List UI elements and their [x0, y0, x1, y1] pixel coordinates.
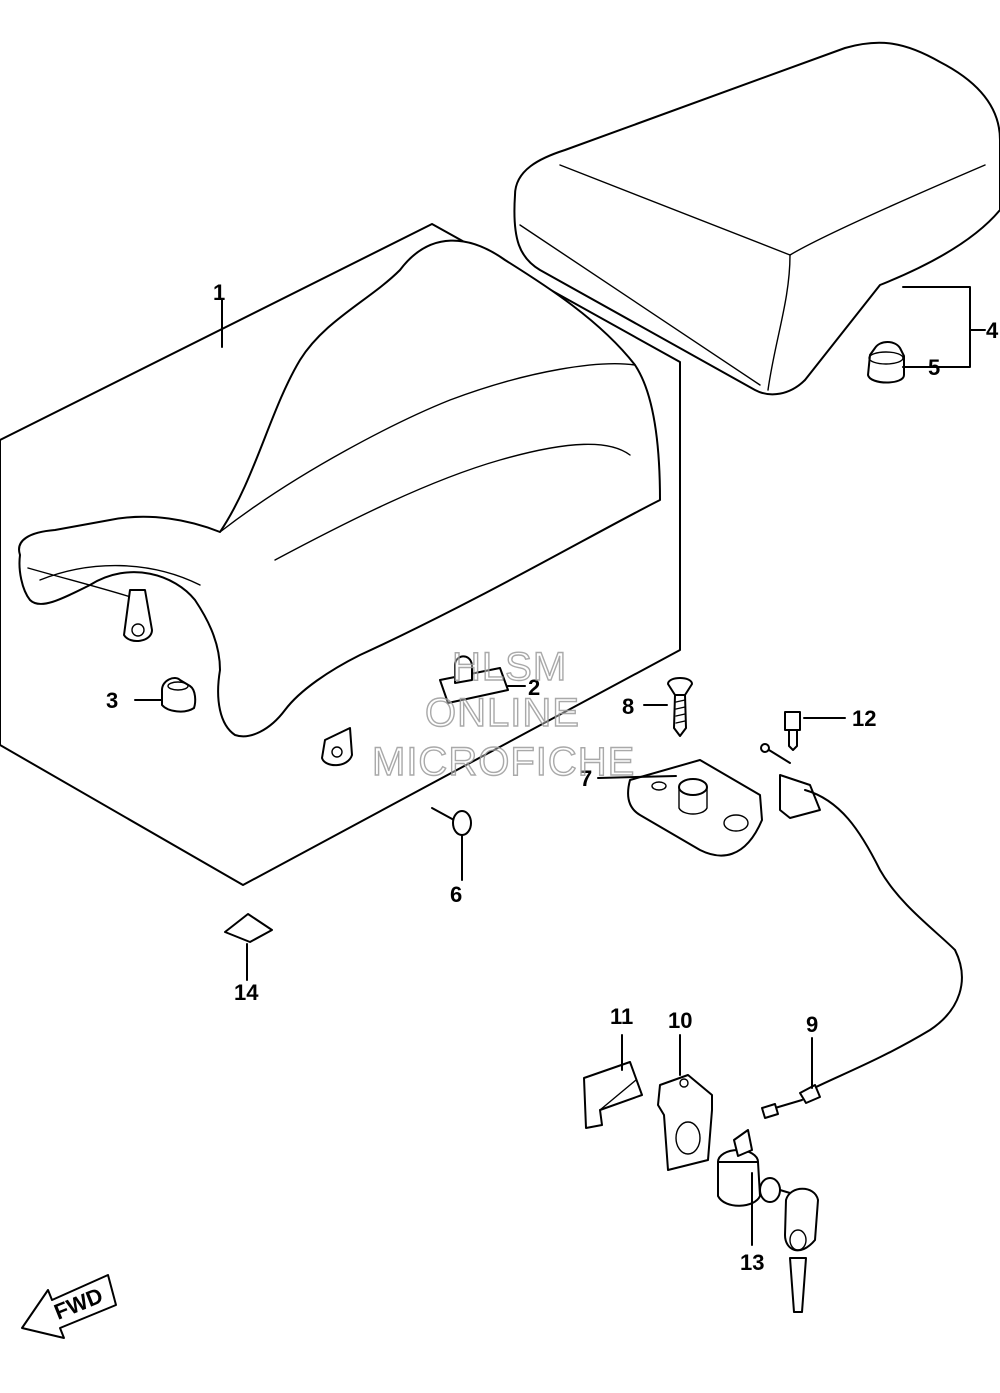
- watermark-line-2: ONLINE: [425, 691, 580, 735]
- callout-10: 10: [668, 1008, 692, 1033]
- watermark-line-1: HLSM: [452, 645, 567, 689]
- callout-1: 1: [213, 280, 225, 305]
- callout-4: 4: [986, 318, 999, 343]
- seat-hook[interactable]: [439, 655, 509, 704]
- rear-seat-cushion[interactable]: [867, 341, 905, 384]
- callout-9: 9: [806, 1012, 818, 1037]
- caution-label[interactable]: [224, 913, 273, 943]
- callout-2: 2: [528, 675, 540, 700]
- callout-12: 12: [852, 706, 876, 731]
- callout-7: 7: [580, 766, 592, 791]
- callout-13: 13: [740, 1250, 764, 1275]
- leader-lines: [134, 286, 986, 1246]
- cable-bolt[interactable]: [784, 711, 801, 751]
- front-seat-cushion[interactable]: [161, 677, 197, 713]
- callout-5: 5: [928, 355, 940, 380]
- front-seat[interactable]: [0, 223, 681, 886]
- lock-holder[interactable]: [657, 1074, 713, 1171]
- lock-screw[interactable]: [667, 677, 693, 737]
- seat-lock-cable[interactable]: [760, 743, 963, 1119]
- watermark: HLSM ONLINE MICROFICHE: [371, 644, 635, 784]
- callout-11: 11: [610, 1004, 633, 1029]
- callout-8: 8: [622, 694, 634, 719]
- callout-6: 6: [450, 882, 462, 907]
- callout-14: 14: [234, 980, 259, 1005]
- seat-lock-set[interactable]: [717, 1129, 819, 1313]
- callout-labels: 1 2 3 4 5 6 7 8 9 10 11 12 13 14: [106, 280, 999, 1275]
- rear-seat[interactable]: [513, 41, 1000, 396]
- fwd-arrow-icon: FWD: [21, 1274, 117, 1339]
- callout-3: 3: [106, 688, 118, 713]
- seat-bolt[interactable]: [431, 807, 472, 836]
- watermark-line-3: MICROFICHE: [372, 740, 635, 784]
- seat-lock-bracket[interactable]: [627, 759, 763, 857]
- lock-clip[interactable]: [583, 1061, 643, 1129]
